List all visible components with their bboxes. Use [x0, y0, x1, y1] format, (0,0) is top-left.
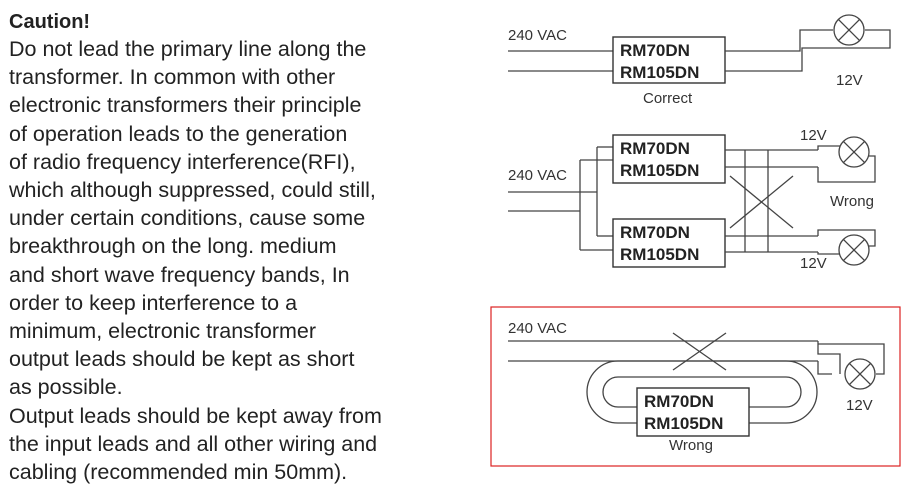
text-line: Output leads should be kept away from — [9, 403, 382, 428]
text-line: of operation leads to the generation — [9, 121, 348, 146]
text-line: output leads should be kept as short — [9, 347, 355, 372]
lamp-icon — [844, 358, 876, 390]
lamp-icon — [838, 136, 870, 168]
transformer-box — [612, 134, 726, 184]
diagram-wrong-crossed: 240 VAC RM70DN RM105DN RM70DN RM105DN 12… — [508, 127, 876, 272]
text-line: electronic transformers their principle — [9, 93, 362, 118]
caution-title: Caution! — [9, 11, 91, 33]
output-label: 12V — [846, 397, 873, 414]
output-label: 12V — [800, 255, 827, 272]
text-line: the input leads and all other wiring and — [9, 431, 378, 456]
transformer-box — [612, 36, 726, 84]
transformer-model-line1: RM70DN — [620, 139, 690, 158]
highlight-frame — [490, 306, 901, 467]
diagram-wrong-looped: 240 VAC RM70DN RM105DN Wrong 12V — [490, 306, 901, 467]
text-line: which although suppressed, could still, — [9, 178, 376, 203]
text-line: of radio frequency interference(RFI), — [9, 149, 356, 174]
input-label: 240 VAC — [508, 167, 567, 184]
transformer-model-line2: RM105DN — [644, 414, 723, 433]
transformer-model-line2: RM105DN — [620, 245, 699, 264]
text-line: Do not lead the primary line along the — [9, 37, 367, 61]
caution-paragraph-1: Do not lead the primary line along the t… — [9, 35, 479, 402]
text-line: under certain conditions, cause some — [9, 206, 366, 231]
input-label: 240 VAC — [508, 27, 567, 44]
caution-text: Caution! Do not lead the primary line al… — [9, 9, 479, 486]
text-line: as possible. — [9, 375, 123, 400]
diagram-correct: 240 VAC RM70DN RM105DN Correct 12V — [508, 14, 891, 107]
transformer-model-line2: RM105DN — [620, 161, 699, 180]
lamp-icon — [833, 14, 865, 46]
transformer-model-line1: RM70DN — [620, 223, 690, 242]
text-line: cabling (recommended min 50mm). — [9, 460, 348, 485]
transformer-box — [612, 218, 726, 268]
caution-paragraph-2: Output leads should be kept away from th… — [9, 402, 479, 487]
transformer-box — [636, 387, 750, 437]
lamp-icon — [838, 234, 870, 266]
text-line: transformer. In common with other — [9, 65, 336, 90]
correct-label: Correct — [643, 90, 693, 107]
text-line: breakthrough on the long. medium — [9, 234, 337, 259]
text-line: and short wave frequency bands, In — [9, 262, 350, 287]
transformer-model-line2: RM105DN — [620, 63, 699, 82]
wrong-label: Wrong — [669, 437, 713, 454]
input-label: 240 VAC — [508, 320, 567, 337]
text-line: minimum, electronic transformer — [9, 319, 317, 344]
transformer-model-line1: RM70DN — [620, 41, 690, 60]
wrong-label: Wrong — [830, 193, 874, 210]
text-line: order to keep interference to a — [9, 290, 298, 315]
transformer-model-line1: RM70DN — [644, 392, 714, 411]
output-label: 12V — [836, 72, 863, 89]
output-label: 12V — [800, 127, 827, 144]
